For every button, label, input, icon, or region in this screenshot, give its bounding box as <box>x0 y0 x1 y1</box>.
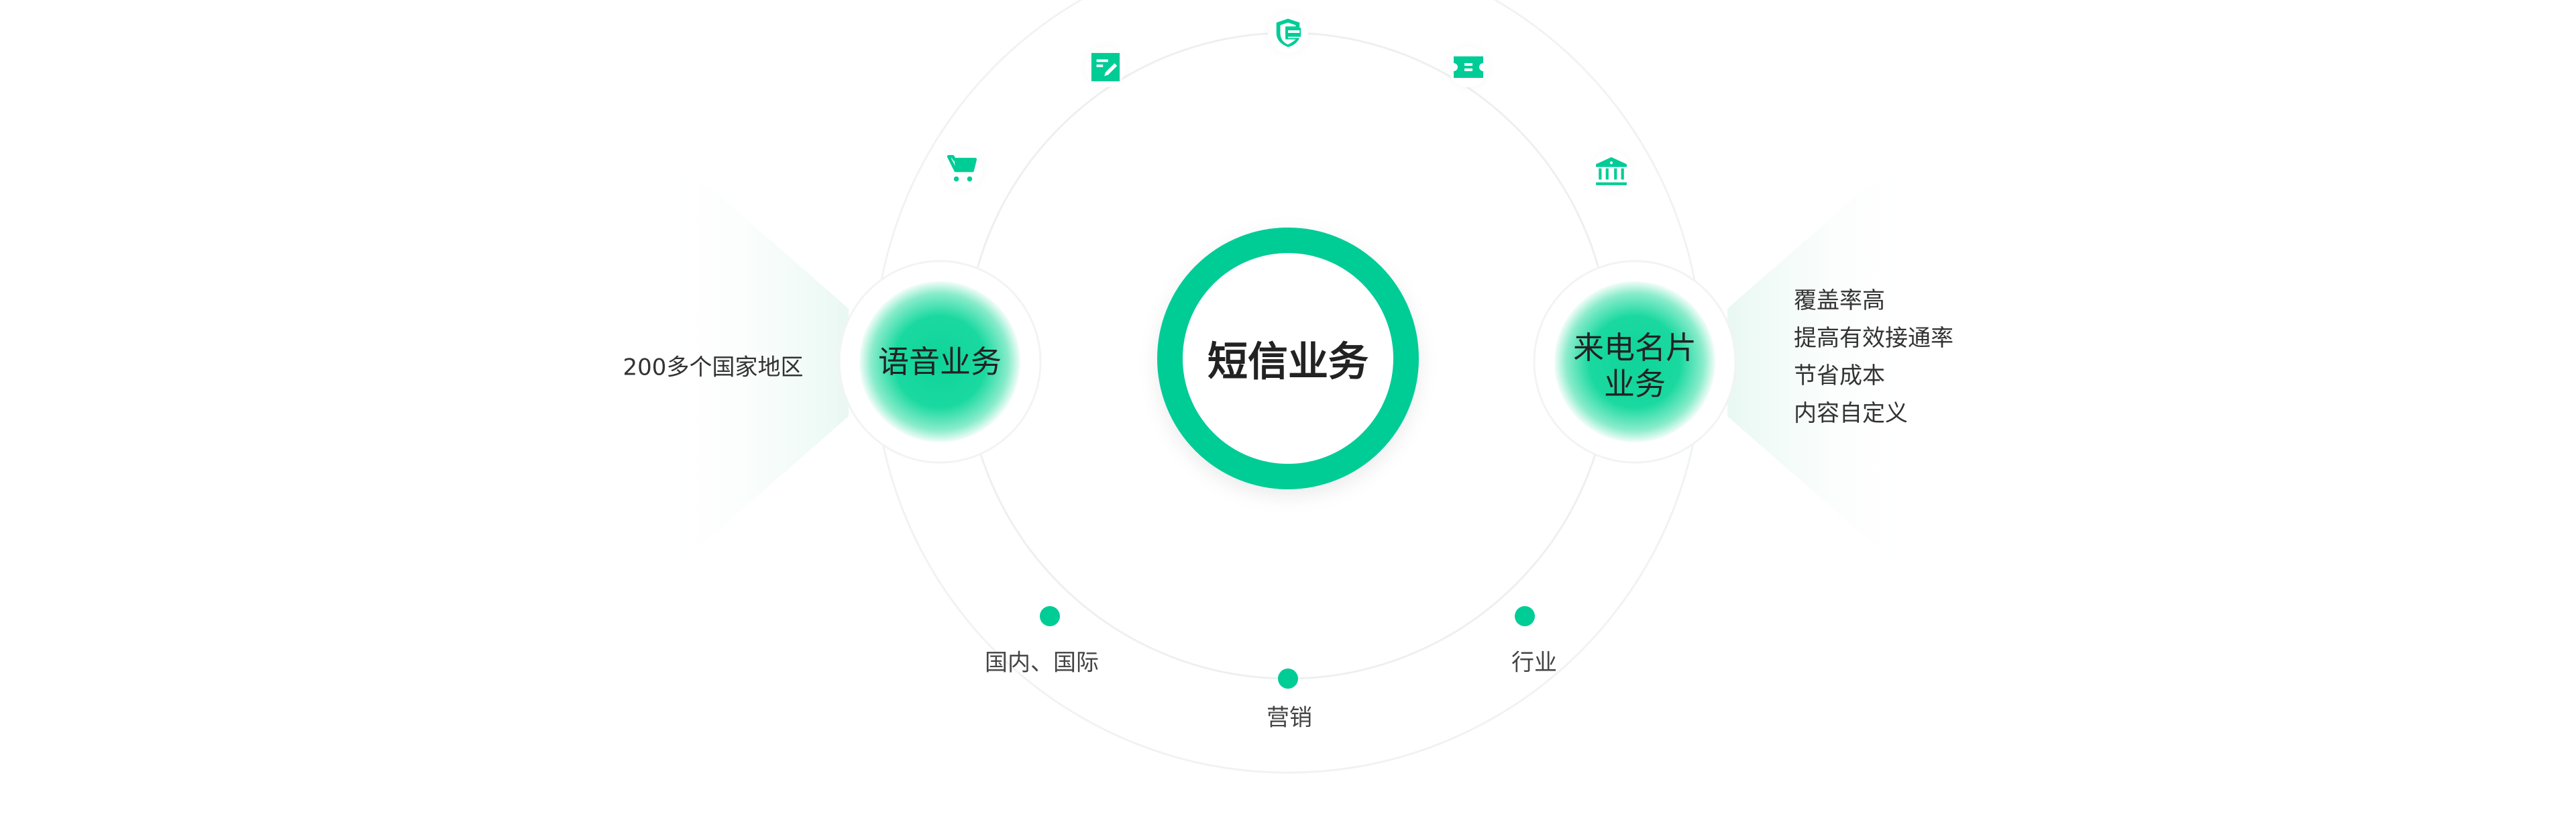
right-node-features: 覆盖率高 提高有效接通率 节省成本 内容自定义 <box>1794 282 1953 432</box>
center-title: 短信业务 <box>1208 338 1368 386</box>
feature-item: 覆盖率高 <box>1794 287 1885 314</box>
left-node-title: 语音业务 <box>878 344 1002 380</box>
ticket-icon <box>1448 47 1489 87</box>
left-node-glow <box>859 281 1020 442</box>
right-node-title: 来电名片 业务 <box>1573 330 1697 402</box>
bank-icon <box>1591 151 1631 191</box>
point-label-marketing: 营销 <box>1267 704 1312 732</box>
feature-item: 内容自定义 <box>1794 400 1908 427</box>
left-fan <box>657 141 849 584</box>
bottom-dot <box>1040 606 1060 626</box>
bottom-dot <box>1515 606 1535 626</box>
edit-icon <box>1085 47 1126 87</box>
right-fan <box>1727 141 1919 584</box>
right-node-glow <box>1554 281 1715 442</box>
point-label-industry: 行业 <box>1511 649 1557 677</box>
right-node-title-line1: 来电名片 <box>1573 330 1697 366</box>
cart-icon <box>943 149 983 189</box>
bottom-dot <box>1278 669 1298 689</box>
right-node-title-line2: 业务 <box>1604 366 1666 402</box>
shield-card-icon <box>1268 13 1308 53</box>
feature-item: 节省成本 <box>1794 362 1885 389</box>
left-node-note: 200多个国家地区 <box>623 354 804 381</box>
feature-item: 提高有效接通率 <box>1794 325 1953 352</box>
center-ring <box>1157 228 1419 489</box>
point-label-domestic-international: 国内、国际 <box>985 649 1099 677</box>
